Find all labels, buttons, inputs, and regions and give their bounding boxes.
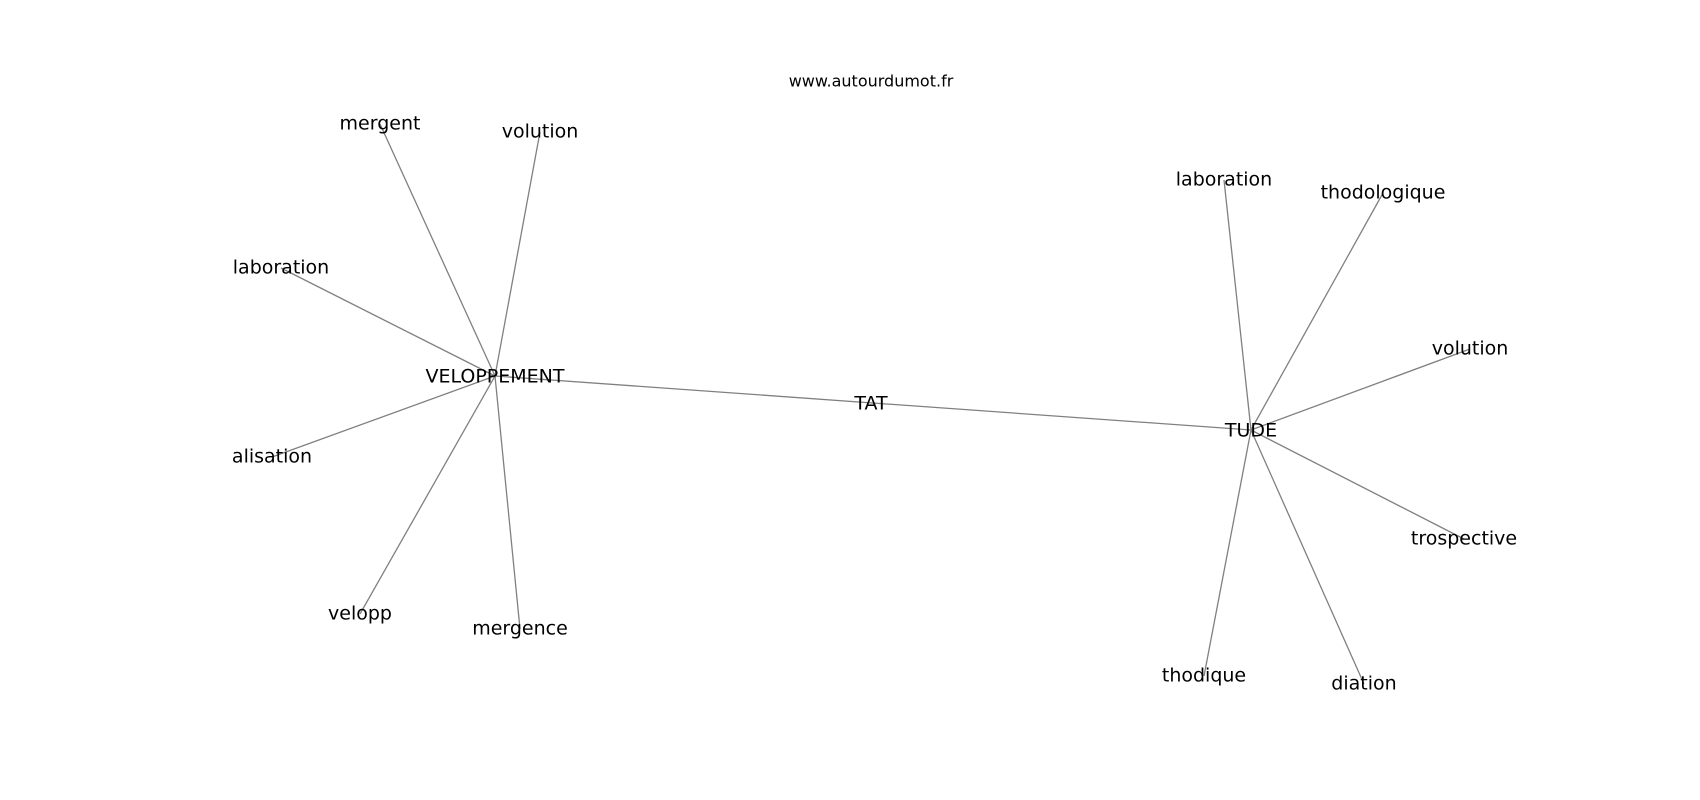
left-leaf-label: alisation	[232, 446, 312, 468]
labels: www.autourdumot.fr TAT VELOPPEMENT merge…	[232, 72, 1517, 695]
right-leaf-label: laboration	[1176, 169, 1272, 191]
right-leaf-label: thodique	[1162, 665, 1246, 687]
edge-right-thodique	[1203, 429, 1252, 677]
edge-right-thodologique	[1250, 192, 1384, 431]
left-leaf-label: laboration	[233, 257, 329, 279]
edge-left-velopp	[359, 375, 496, 615]
right-leaf-label: trospective	[1411, 528, 1517, 550]
edge-left-laboration	[280, 267, 496, 377]
edge-right-volution	[1250, 348, 1471, 431]
edge-left-mergent	[379, 123, 496, 377]
right-hub-label: TUDE	[1224, 420, 1277, 442]
right-leaf-label: volution	[1432, 338, 1509, 360]
right-leaf-label: thodologique	[1321, 182, 1446, 204]
edge-left-volution	[494, 131, 541, 377]
watermark-text: www.autourdumot.fr	[789, 72, 954, 91]
edges	[271, 123, 1471, 685]
left-leaf-label: volution	[502, 121, 579, 143]
edge-right-trospective	[1250, 429, 1465, 540]
edge-left-mergence	[494, 375, 521, 630]
edge-right-diation	[1250, 429, 1365, 685]
edge-left-alisation	[271, 375, 496, 458]
left-hub-label: VELOPPEMENT	[425, 366, 564, 388]
left-leaf-label: mergence	[472, 618, 568, 640]
edge-hub-to-hub	[494, 375, 1252, 431]
edge-right-laboration	[1223, 179, 1252, 431]
right-leaf-label: diation	[1331, 673, 1396, 695]
left-leaf-label: velopp	[328, 603, 392, 625]
left-leaf-label: mergent	[340, 113, 421, 135]
center-label: TAT	[853, 393, 888, 415]
